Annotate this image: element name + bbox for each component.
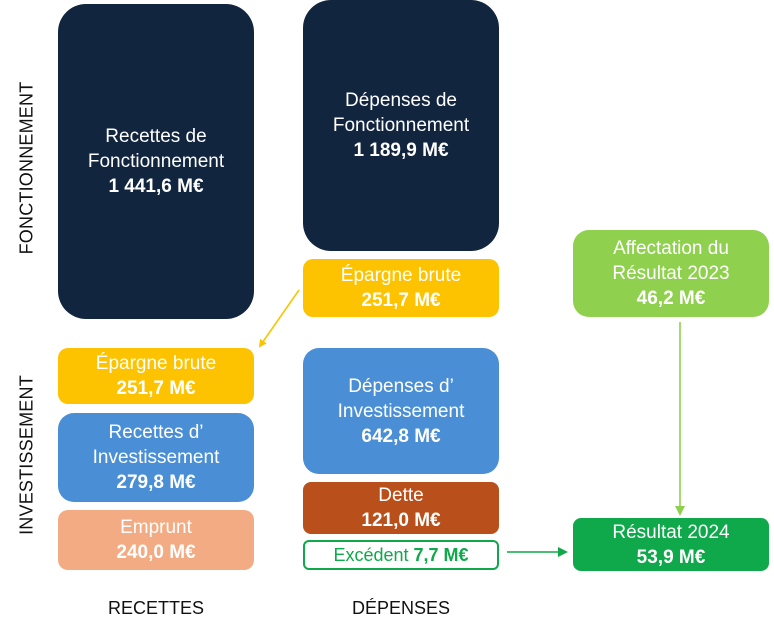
affectation-value: 46,2 M€: [636, 288, 706, 309]
epargne-transfer-arrow: [258, 289, 300, 348]
affectation-line1: Affectation du: [613, 238, 729, 259]
depenses-fonctionnement-box: Dépenses de Fonctionnement 1 189,9 M€: [303, 0, 499, 251]
depenses-dette-value: 121,0 M€: [361, 510, 441, 531]
recettes-fonctionnement-box: Recettes de Fonctionnement 1 441,6 M€: [58, 4, 254, 319]
depenses-epargne-label: Épargne brute: [340, 265, 462, 286]
recettes-fonctionnement-value: 1 441,6 M€: [108, 176, 204, 197]
depenses-dette-box: Dette 121,0 M€: [303, 482, 499, 534]
recettes-investissement-line1: Recettes d’: [108, 422, 204, 443]
depenses-investissement-line1: Dépenses d’: [348, 375, 454, 397]
recettes-emprunt-value: 240,0 M€: [116, 542, 196, 563]
depenses-epargne-value: 251,7 M€: [361, 290, 441, 311]
recettes-emprunt-box: Emprunt 240,0 M€: [58, 510, 254, 570]
recettes-epargne-brute-box: Épargne brute 251,7 M€: [58, 348, 254, 404]
resultat-2024-label: Résultat 2024: [612, 521, 730, 543]
recettes-fonctionnement-line2: Fonctionnement: [87, 151, 225, 172]
recettes-epargne-label: Épargne brute: [95, 353, 217, 374]
depenses-fonctionnement-value: 1 189,9 M€: [353, 140, 449, 161]
affectation-resultat-2023-box: Affectation du Résultat 2023 46,2 M€: [573, 230, 769, 317]
resultat-2024-value: 53,9 M€: [636, 546, 706, 568]
recettes-fonctionnement-line1: Recettes de: [105, 126, 207, 147]
depenses-investissement-line2: Investissement: [337, 400, 465, 422]
excedent-value: 7,7 M€: [413, 544, 469, 565]
depenses-excedent-box: Excédent 7,7 M€: [303, 540, 499, 570]
excedent-label: Excédent: [333, 544, 409, 565]
depenses-epargne-brute-box: Épargne brute 251,7 M€: [303, 259, 499, 317]
depenses-dette-label: Dette: [378, 485, 424, 506]
resultat-2024-box: Résultat 2024 53,9 M€: [573, 518, 769, 571]
depenses-column-label: DÉPENSES: [351, 598, 451, 618]
recettes-investissement-value: 279,8 M€: [116, 472, 196, 493]
depenses-investissement-value: 642,8 M€: [361, 425, 441, 447]
recettes-emprunt-label: Emprunt: [120, 517, 192, 538]
recettes-investissement-line2: Investissement: [92, 447, 220, 468]
depenses-fonctionnement-line2: Fonctionnement: [332, 115, 470, 136]
depenses-investissement-box: Dépenses d’ Investissement 642,8 M€: [303, 348, 499, 474]
recettes-column-label: RECETTES: [107, 598, 204, 618]
recettes-epargne-value: 251,7 M€: [116, 378, 196, 399]
affectation-line2: Résultat 2023: [612, 263, 730, 284]
recettes-investissement-box: Recettes d’ Investissement 279,8 M€: [58, 413, 254, 502]
depenses-fonctionnement-line1: Dépenses de: [345, 90, 457, 111]
